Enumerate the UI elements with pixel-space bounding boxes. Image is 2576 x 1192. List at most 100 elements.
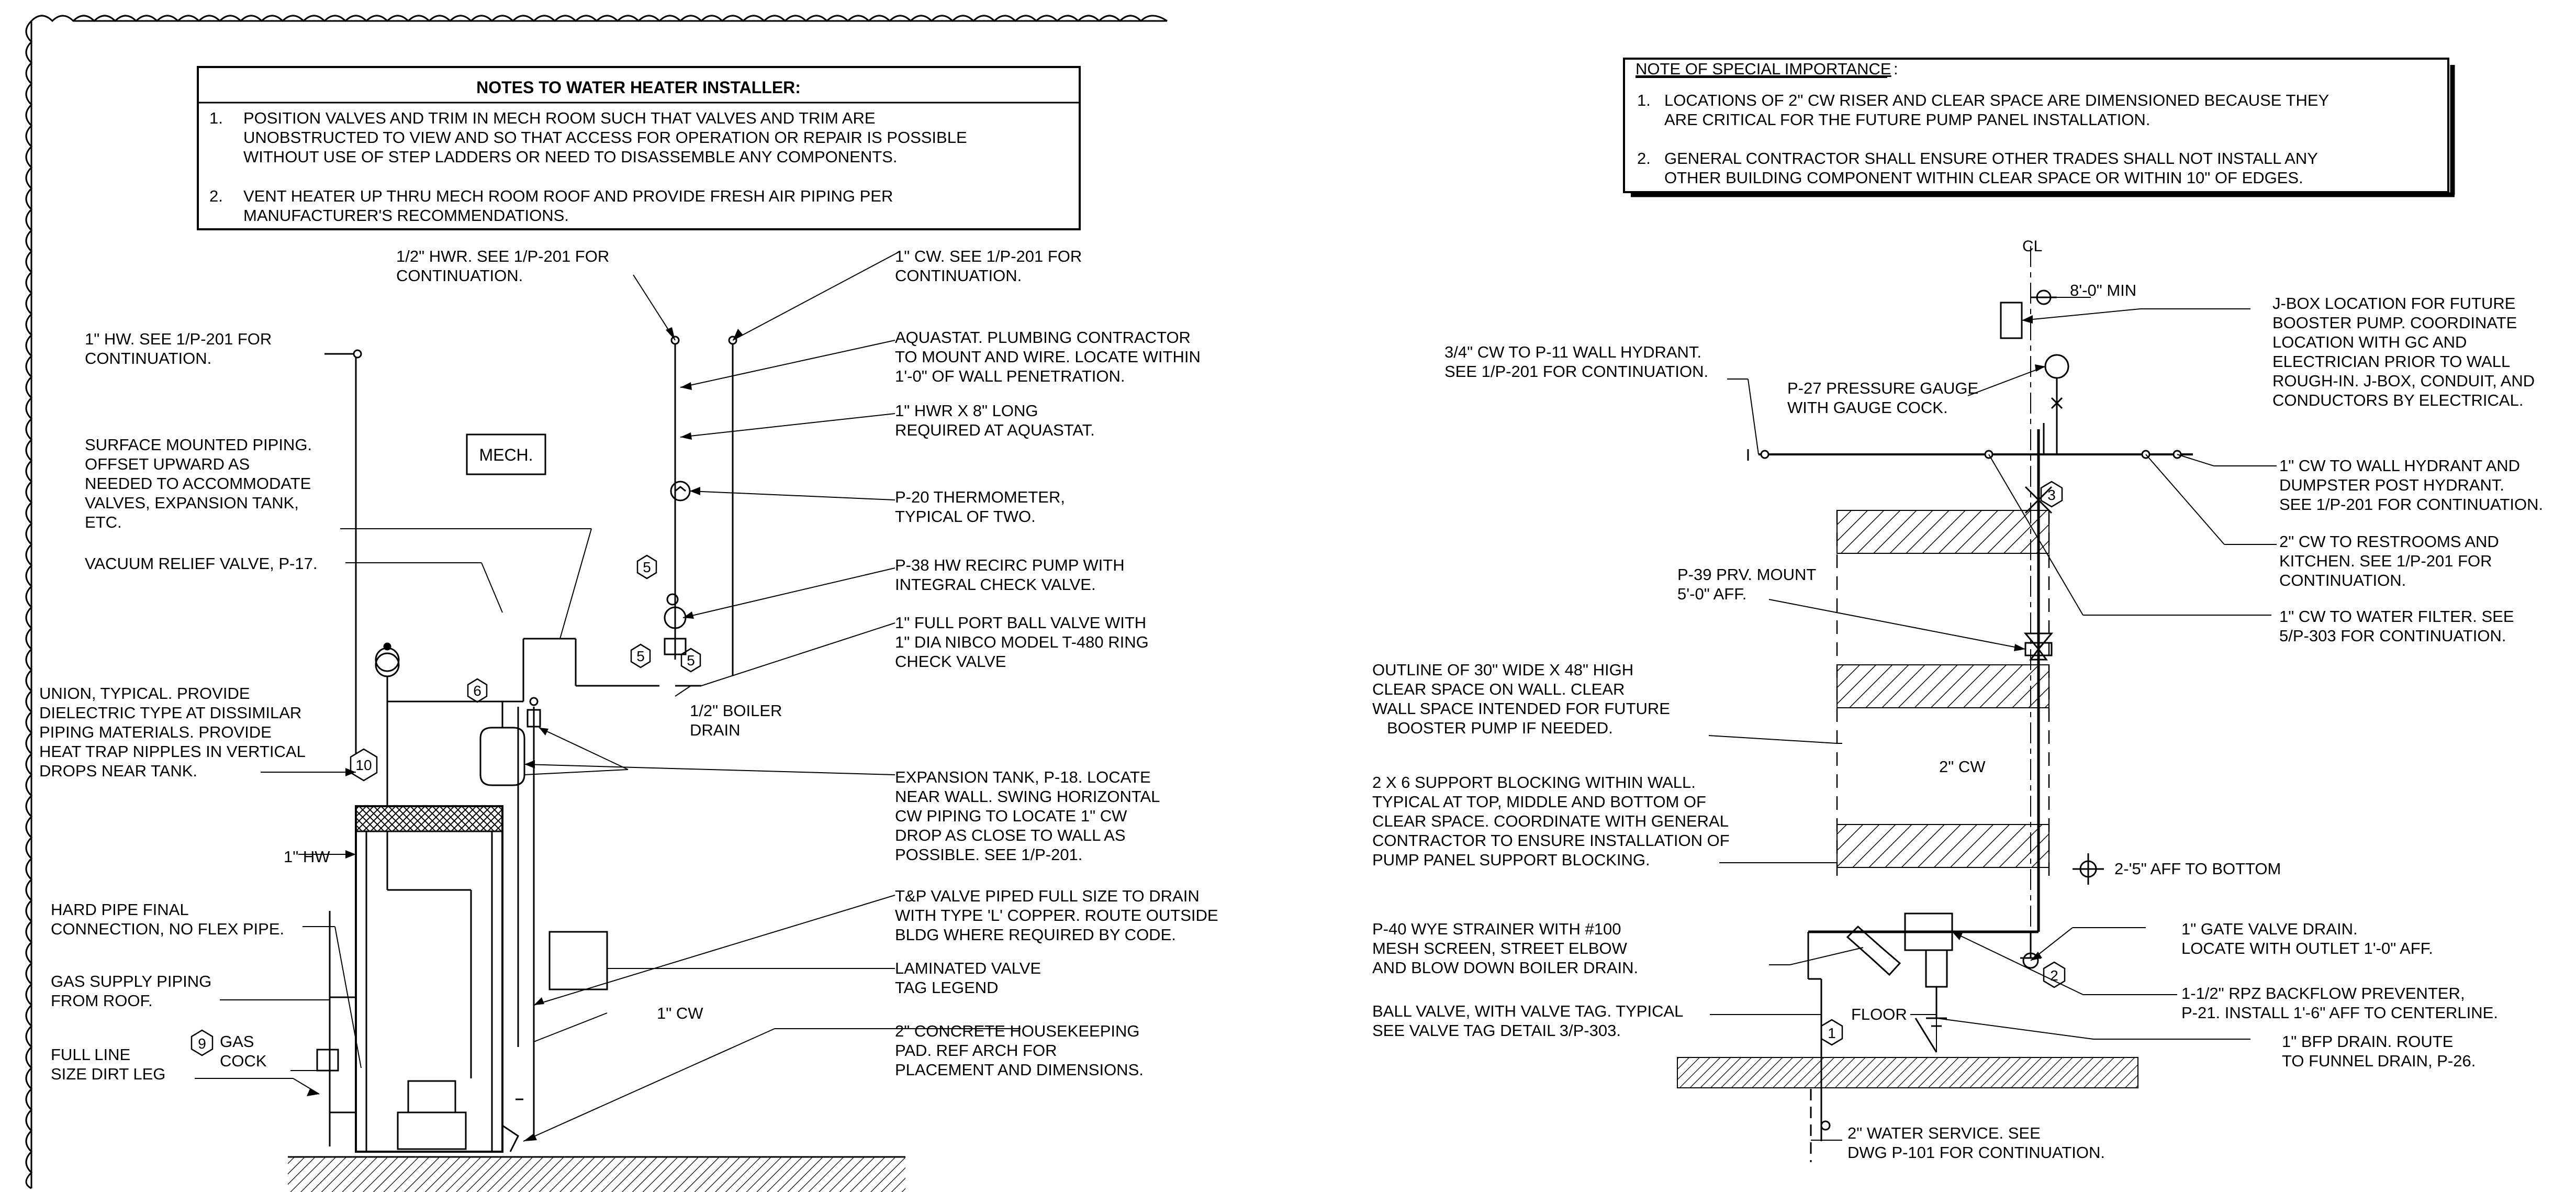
revision-cloud-border (25, 15, 1168, 1189)
label-8-min: 8'-0" MIN (2070, 281, 2136, 299)
ground-hatch (288, 1157, 905, 1192)
right-arrowheads (1952, 315, 2045, 961)
right-tag-numbers: 3 2 1 (1828, 487, 2058, 1041)
installer-note-2: VENT HEATER UP THRU MECH ROOM ROOF AND P… (243, 187, 898, 225)
tag-5-c-hexagon (680, 648, 701, 673)
tag-10: 10 (355, 757, 372, 773)
water-heater-tank (355, 805, 503, 1153)
right-leader-lines (1708, 297, 2277, 1141)
floor-hatch (1677, 1057, 2138, 1088)
label-gate-valve: 1" GATE VALVE DRAIN.LOCATE WITH OUTLET 1… (2181, 920, 2433, 957)
label-cw-three-quarter: 3/4" CW TO P-11 WALL HYDRANT.SEE 1/P-201… (1444, 343, 1708, 381)
tag-3: 3 (2047, 487, 2056, 503)
prv-valve (2023, 632, 2054, 661)
blocking-middle (1836, 664, 2049, 708)
special-importance-box: NOTE OF SPECIAL IMPORTANCE : 1. LOCATION… (1623, 58, 2455, 197)
mech-room-tag-box (466, 433, 546, 475)
installer-notes-title: NOTES TO WATER HEATER INSTALLER: (476, 78, 801, 97)
centerline-symbol: CL (2022, 238, 2042, 255)
tag-3-hexagon (2040, 481, 2063, 508)
tag-6: 6 (473, 683, 481, 699)
tag-10-hexagon (350, 748, 378, 782)
tag-2-hexagon (2043, 961, 2066, 988)
special-importance-colon: : (1894, 60, 1898, 78)
tag-9-hexagon (191, 1029, 214, 1056)
tag-5-b-hexagon (630, 643, 651, 669)
label-thermometer: P-20 THERMOMETER,TYPICAL OF TWO. (895, 488, 1065, 526)
installer-note-2-number: 2. (209, 187, 223, 205)
water-heater-diagram (288, 336, 905, 1192)
blocking-bottom (1836, 824, 2049, 868)
cw-riser-diagram (1677, 246, 2193, 1162)
special-note-1-number: 1. (1637, 91, 1651, 109)
tag-5-b: 5 (636, 648, 645, 664)
valve-tag-legend-box (548, 931, 608, 990)
tag-9: 9 (198, 1035, 206, 1052)
tag-6-hexagon (467, 678, 488, 703)
installer-note-1-number: 1. (209, 109, 223, 127)
left-leader-lines (195, 251, 1021, 1142)
label-hw-1-tank: 1" HW (284, 848, 330, 866)
left-arrowheads (307, 327, 743, 1141)
tag-5-a: 5 (643, 559, 651, 575)
tag-5-a-hexagon (636, 554, 657, 580)
label-floor: FLOOR (1851, 1005, 1907, 1023)
label-cw-1-tank: 1" CW (657, 1004, 703, 1022)
left-tag-numbers: 5 5 5 6 10 9 (198, 559, 695, 1052)
label-rpz: 1-1/2" RPZ BACKFLOW PREVENTER,P-21. INST… (2181, 984, 2498, 1022)
mech-room-tag: MECH. (479, 445, 533, 464)
tag-2: 2 (2050, 967, 2058, 984)
label-vacuum-relief: VACUUM RELIEF VALVE, P-17. (85, 554, 317, 573)
special-note-1: LOCATIONS OF 2" CW RISER AND CLEAR SPACE… (1664, 91, 2333, 129)
installer-note-1: POSITION VALVES AND TRIM IN MECH ROOM SU… (243, 109, 971, 166)
tag-1-hexagon (1820, 1019, 1843, 1046)
tag-1: 1 (1828, 1025, 1836, 1041)
tag-5-c: 5 (687, 652, 695, 669)
special-importance-title: NOTE OF SPECIAL IMPORTANCE (1636, 60, 1891, 78)
blocking-top (1836, 510, 2049, 554)
label-blocking: 2 X 6 SUPPORT BLOCKING WITHIN WALL.TYPIC… (1372, 773, 1730, 869)
installer-notes-box: NOTES TO WATER HEATER INSTALLER: 1. POSI… (197, 66, 1081, 230)
label-cw-2: 2" CW (1939, 757, 1986, 776)
label-aff-bottom: 2-'5" AFF TO BOTTOM (2114, 860, 2281, 878)
left-tags (191, 554, 701, 1056)
special-note-2-number: 2. (1637, 149, 1651, 168)
special-note-2: GENERAL CONTRACTOR SHALL ENSURE OTHER TR… (1664, 149, 2322, 187)
jbox-rect (2000, 302, 2023, 339)
tank-top-band (355, 805, 503, 832)
pressure-gauge (2044, 354, 2069, 379)
right-tags (1820, 481, 2066, 1046)
